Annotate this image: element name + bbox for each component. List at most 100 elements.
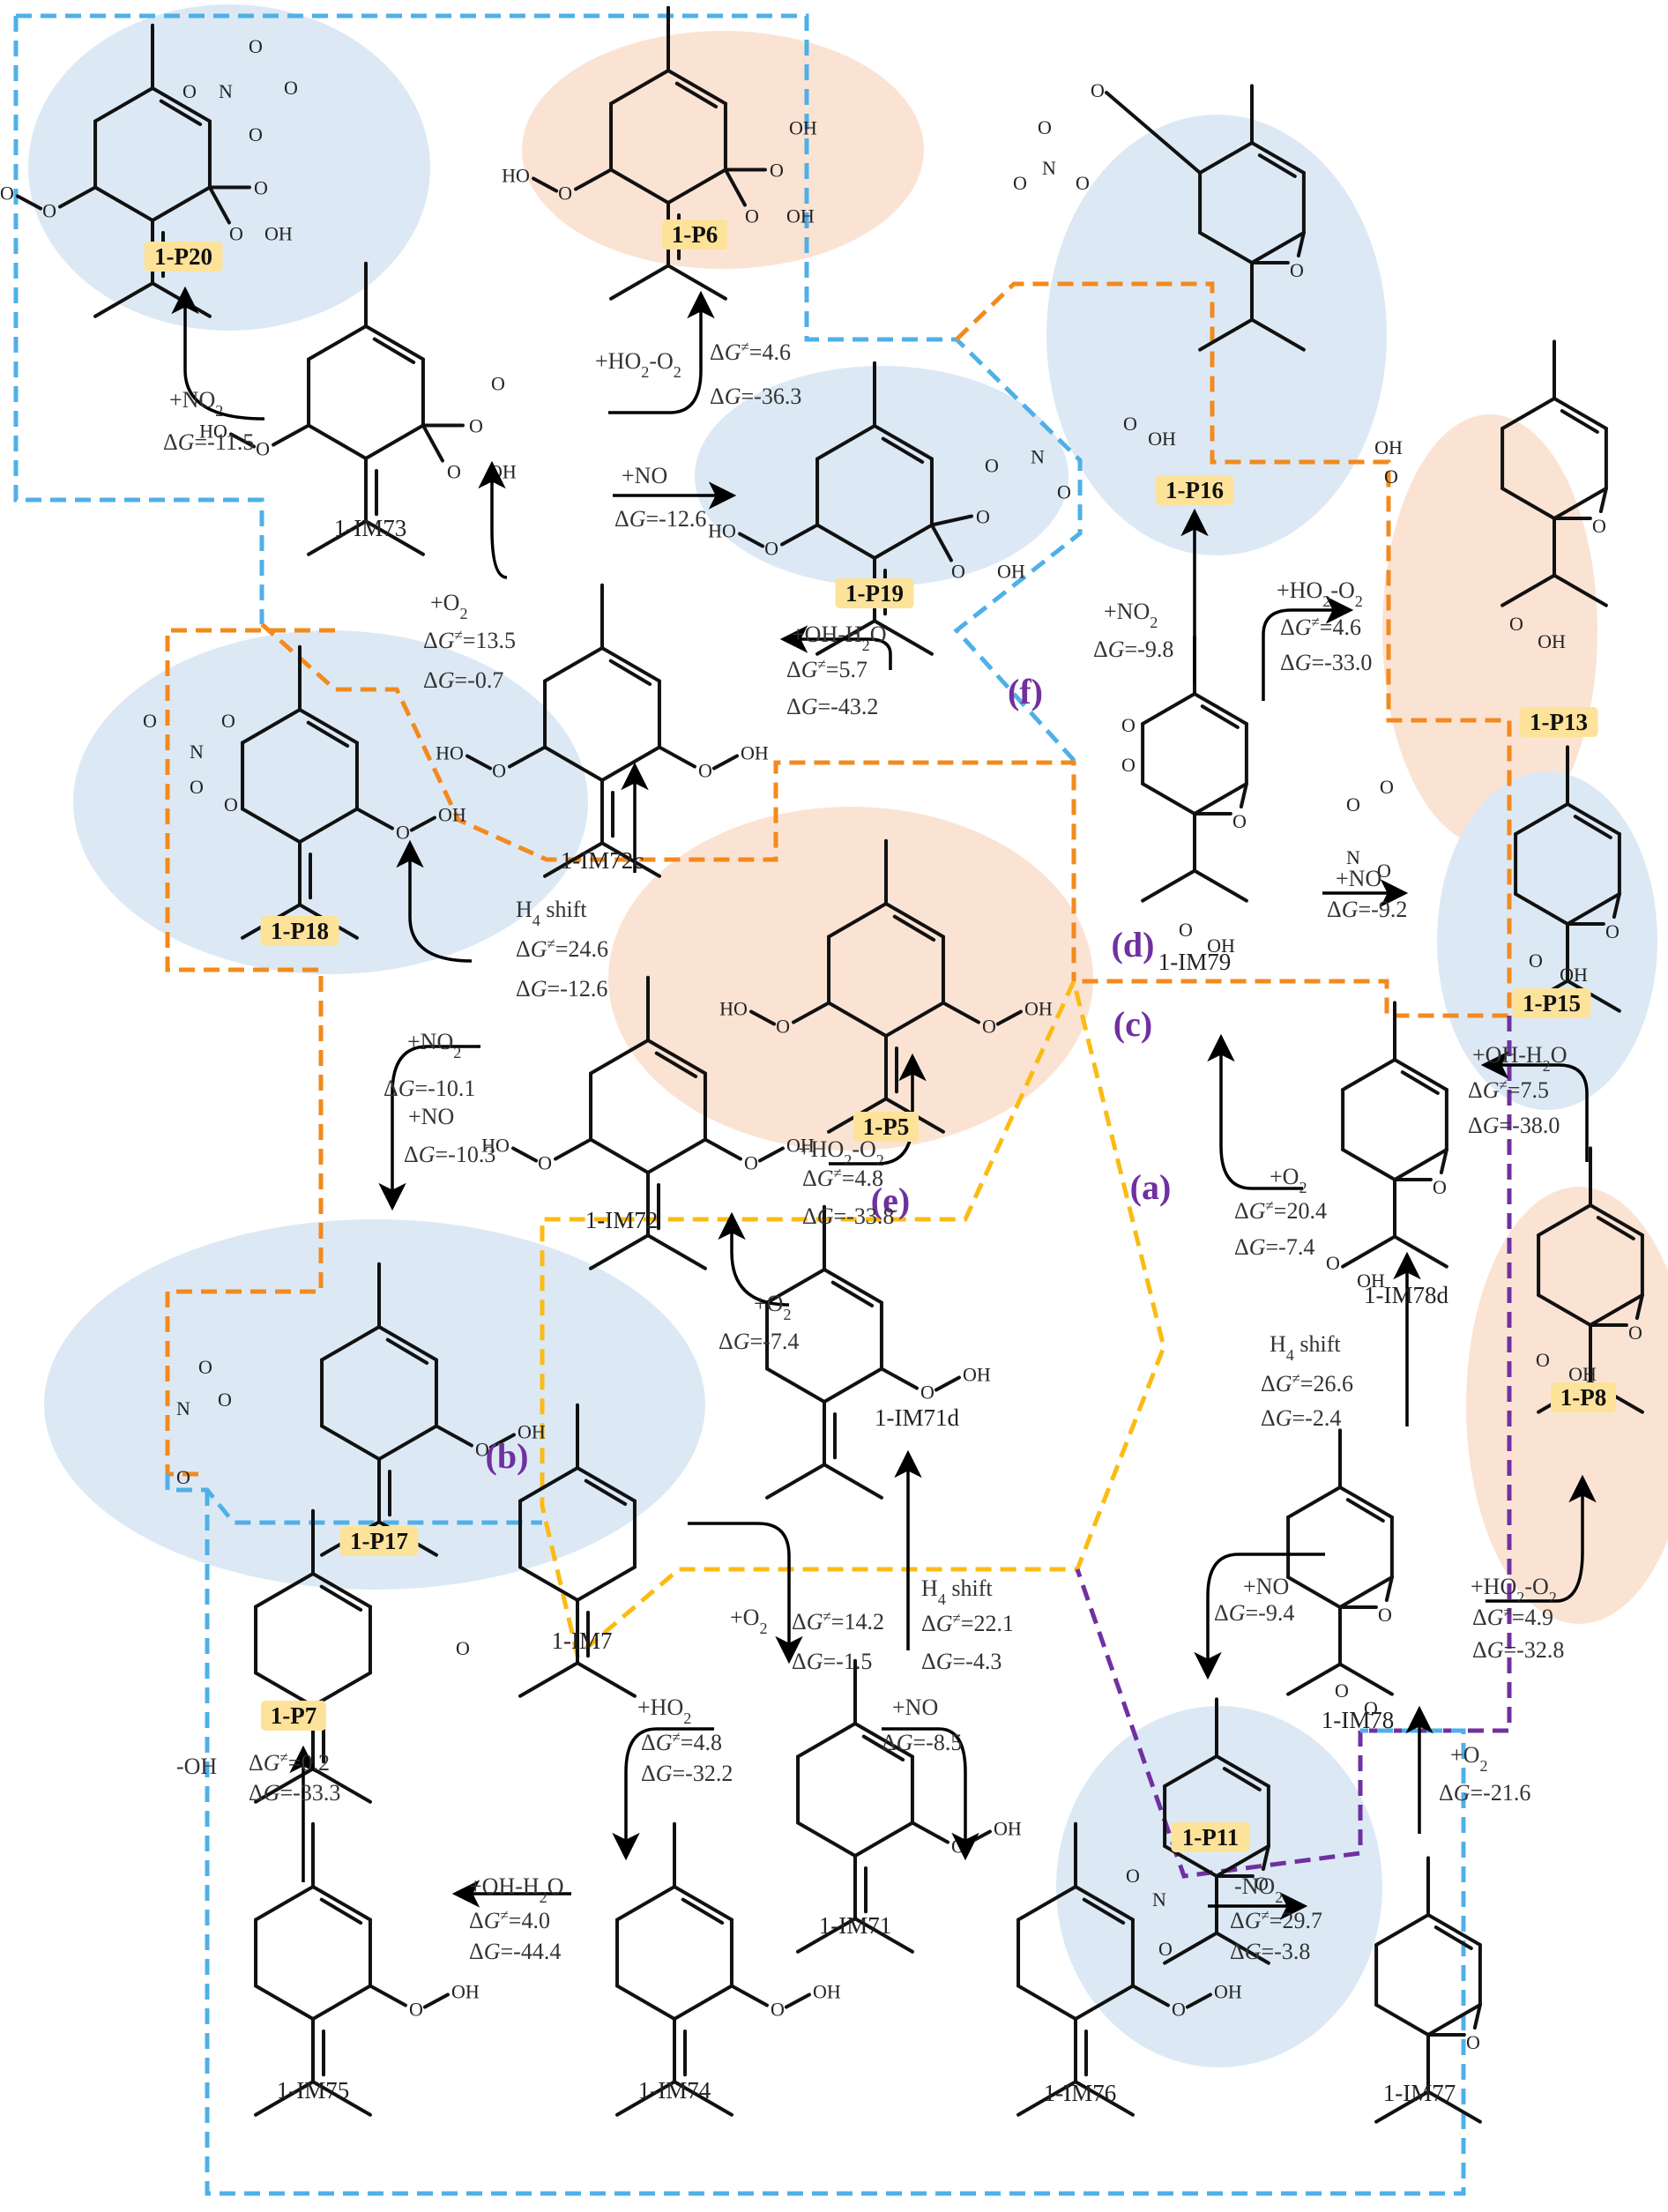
- free-energy-r4: ΔG=-0.7: [423, 667, 503, 693]
- highlight-layer: [28, 4, 1668, 2067]
- bond: [465, 754, 493, 771]
- label-1-P5: 1-P5: [863, 1113, 909, 1140]
- atom-label: O: [176, 1466, 190, 1488]
- bond: [873, 424, 934, 461]
- free-energy-r5: ΔG=-43.2: [786, 694, 878, 719]
- atom-label: O: [256, 438, 270, 460]
- bond: [1338, 1575, 1394, 1609]
- atom-label: O: [284, 77, 298, 99]
- label-1-IM73: 1-IM73: [334, 515, 407, 541]
- bond: [319, 1584, 363, 1612]
- label-1-IM71d: 1-IM71d: [875, 1404, 959, 1431]
- bond: [823, 1463, 883, 1500]
- atom-label: O: [221, 710, 235, 732]
- atom-label: O: [190, 776, 204, 798]
- bond: [307, 324, 368, 361]
- bond: [554, 1137, 593, 1161]
- region-label-a: (a): [1130, 1167, 1172, 1207]
- region-boundary-blue-top: [16, 13, 1083, 769]
- free-energy-r13: ΔG=-32.2: [641, 1761, 733, 1786]
- bond: [543, 646, 604, 683]
- atom-label: N: [1152, 1888, 1166, 1910]
- label-1-P19: 1-P19: [845, 580, 904, 607]
- barrier-r22: ΔG≠=7.5: [1468, 1076, 1549, 1104]
- atom-label: O: [475, 1439, 489, 1461]
- bond: [666, 168, 727, 205]
- bond: [796, 1821, 857, 1858]
- bond: [254, 1572, 315, 1609]
- atom-label: O: [1433, 1176, 1447, 1198]
- label-1-P17: 1-P17: [350, 1528, 408, 1554]
- atom-label: O: [447, 461, 461, 483]
- atom-label: HO: [0, 182, 14, 205]
- bond: [409, 816, 436, 832]
- product-badge: [835, 578, 914, 608]
- bond: [929, 514, 973, 527]
- bond: [1341, 1148, 1396, 1181]
- region-label-d: (d): [1112, 925, 1155, 964]
- bond: [377, 1325, 438, 1362]
- bond: [873, 523, 934, 560]
- atom-label: HO: [436, 742, 464, 764]
- bond: [1261, 1844, 1270, 1871]
- bond: [609, 264, 670, 301]
- bond: [600, 646, 661, 683]
- product-badge: [662, 220, 727, 250]
- atom-label: OH: [1207, 935, 1235, 957]
- product-badge: [339, 1526, 419, 1556]
- product-badge: [261, 1701, 326, 1731]
- arrow-p5-to-im72c: [779, 625, 892, 670]
- atom-label: O: [698, 760, 712, 782]
- atom-label: O: [1179, 919, 1193, 941]
- bond: [765, 1463, 826, 1500]
- bond: [853, 1821, 914, 1858]
- free-energy-r25: ΔG=-33.0: [1280, 650, 1372, 675]
- product-badge: [260, 916, 339, 946]
- label-1-IM79: 1-IM79: [1158, 949, 1232, 975]
- bond: [941, 1001, 980, 1024]
- highlight-1-P16: [1046, 115, 1387, 555]
- atom-label: O: [951, 561, 965, 583]
- product-badge: [853, 1112, 919, 1142]
- region-boundary-orange-left: [165, 628, 335, 1477]
- bond: [738, 532, 765, 548]
- atom-label: O: [1121, 754, 1136, 776]
- bond: [93, 185, 154, 222]
- bond: [1553, 573, 1608, 607]
- bond: [1514, 892, 1569, 926]
- bond: [1215, 1931, 1270, 1965]
- bond: [784, 1992, 811, 2009]
- atom-label: OH: [789, 117, 817, 139]
- bond: [1500, 573, 1556, 607]
- bond: [1560, 409, 1599, 434]
- bond: [421, 423, 444, 463]
- free-energy-r6: ΔG=-12.6: [516, 976, 607, 1002]
- bond: [518, 1466, 579, 1503]
- reagent-r18: +O2: [1450, 1742, 1488, 1775]
- bond: [576, 1661, 637, 1698]
- arrow-im71-to-im76: [882, 1727, 979, 1861]
- bond: [488, 1433, 516, 1449]
- bond: [151, 185, 212, 222]
- atom-label: O: [224, 793, 238, 816]
- atom-label: OH: [1024, 998, 1053, 1020]
- bond: [646, 1137, 707, 1174]
- bond: [1433, 1925, 1473, 1950]
- atom-label: O: [491, 373, 505, 395]
- reagent-r15: +OH-H2O: [469, 1873, 564, 1906]
- barrier-r7: ΔG≠=4.8: [802, 1165, 883, 1192]
- free-energy-r16: ΔG=-33.3: [249, 1780, 340, 1806]
- reagent-r24: +NO2: [1104, 599, 1158, 631]
- bond: [830, 1280, 875, 1307]
- bond: [964, 1829, 992, 1846]
- bond: [518, 1661, 579, 1698]
- atom-label: O: [1123, 413, 1137, 435]
- bond: [1384, 1575, 1394, 1602]
- bond: [1239, 782, 1248, 808]
- bond: [311, 1984, 372, 2021]
- arrow-im72-to-p18: [396, 839, 473, 963]
- bond: [884, 902, 945, 939]
- atom-label: O: [1326, 1252, 1340, 1274]
- arrow-im73-to-p20: [171, 286, 265, 421]
